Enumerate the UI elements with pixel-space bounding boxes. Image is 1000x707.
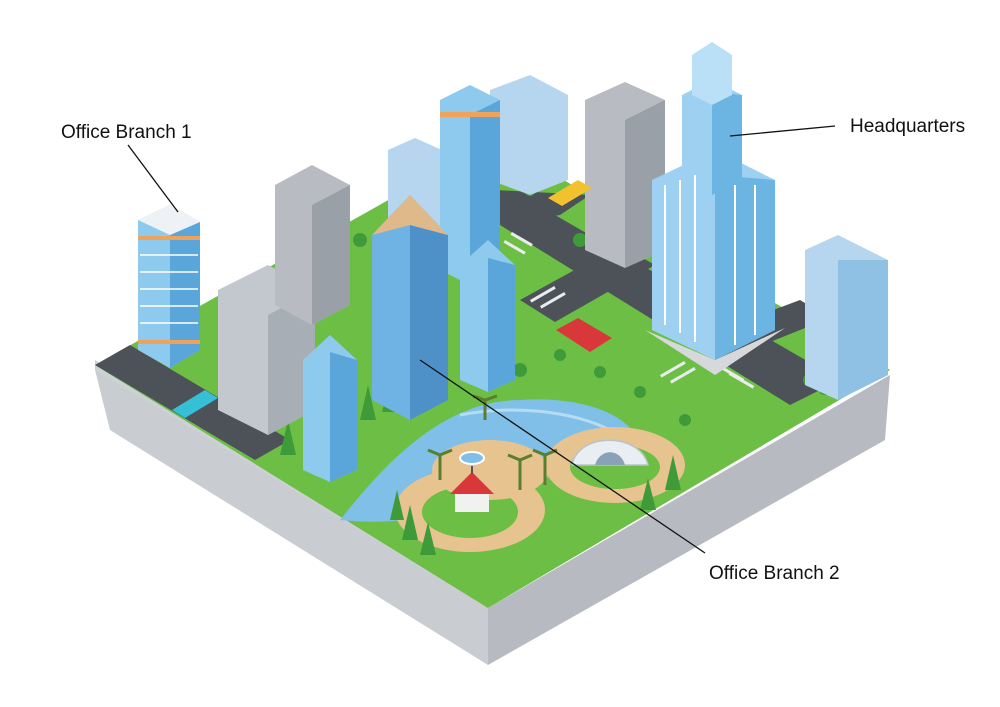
leader-office-branch-2 [419,359,706,554]
headquarters-building [645,42,785,375]
label-office-branch-2: Office Branch 2 [709,563,840,584]
office-branch-2-building [303,195,515,482]
grey-buildings [218,75,888,435]
leader-office-branch-1 [127,144,179,213]
gazebo [450,466,494,512]
office-branch-1-building [138,205,200,368]
striped-tower [440,85,500,285]
leader-headquarters [729,125,836,137]
leader-lines [127,125,836,554]
ground-side-right [488,375,890,665]
ground-side-left-face [95,370,488,665]
fountain [459,451,485,465]
label-office-branch-1: Office Branch 1 [61,122,192,143]
pond-highlight [459,408,611,432]
cars [172,180,612,418]
palm-trees [427,394,558,490]
crosswalks [503,231,755,389]
pavilion-dome-arch [595,452,625,465]
label-headquarters: Headquarters [850,116,966,137]
